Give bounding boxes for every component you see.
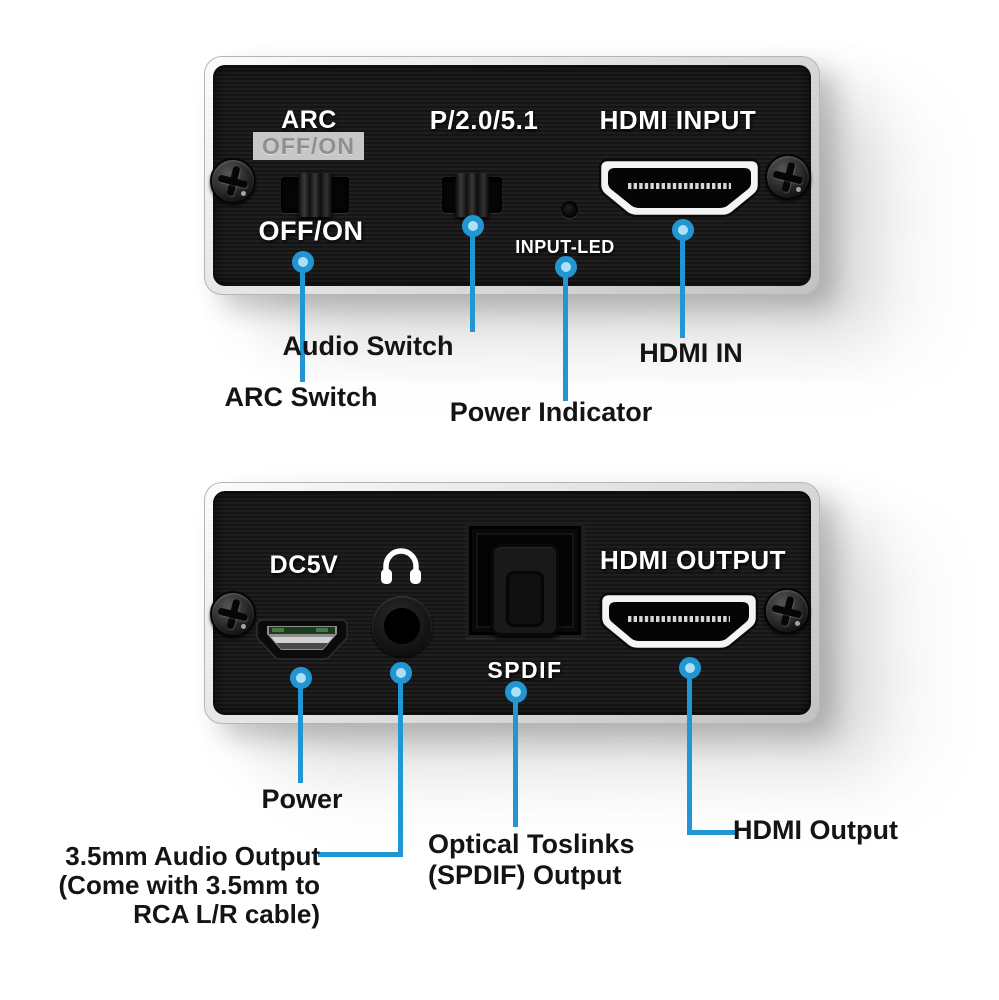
audio-output-callout-label: 3.5mm Audio Output (Come with 3.5mm to R…: [40, 842, 320, 929]
screw-icon: [210, 591, 256, 637]
callout-line-optical: [513, 691, 518, 827]
optical-callout-label: Optical Toslinks (SPDIF) Output: [428, 829, 635, 891]
callout-line-audio-output-v: [398, 672, 403, 857]
callout-line-audio-switch: [470, 225, 475, 332]
offon-label: OFF/ON: [258, 216, 364, 246]
audio-output-line2: (Come with 3.5mm to: [58, 870, 320, 900]
power-callout-label: Power: [261, 784, 343, 814]
callout-dot-arc-switch: [292, 251, 314, 273]
arc-switch-callout-label: ARC Switch: [224, 382, 378, 412]
arc-label: ARC: [281, 106, 337, 134]
callout-line-hdmi-output-h: [690, 830, 735, 835]
callout-dot-power-indicator: [555, 256, 577, 278]
hdmi-input-port: [598, 158, 761, 218]
dc5v-label: DC5V: [269, 551, 339, 579]
callout-line-power-indicator: [563, 266, 568, 401]
callout-dot-audio-output: [390, 662, 412, 684]
callout-dot-power: [290, 667, 312, 689]
audio-output-line1: 3.5mm Audio Output: [65, 841, 320, 871]
audio-jack-3-5mm: [372, 596, 432, 656]
arc-offon-badge: OFF/ON: [253, 132, 364, 160]
screw-icon: [210, 158, 256, 204]
front-panel: ARC OFF/ON OFF/ON P/2.0/5.1 INPUT-LED HD…: [210, 65, 811, 286]
screw-icon: [765, 154, 811, 200]
optical-line1: Optical Toslinks: [428, 829, 635, 859]
input-led-label: INPUT-LED: [515, 237, 615, 257]
hdmi-output-port: [599, 592, 759, 651]
spdif-toslink-port: [466, 523, 584, 638]
front-panel-device: ARC OFF/ON OFF/ON P/2.0/5.1 INPUT-LED HD…: [204, 56, 820, 295]
hdmi-in-callout-label: HDMI IN: [639, 338, 743, 368]
audio-mode-label: P/2.0/5.1: [429, 105, 539, 135]
callout-line-hdmi-output-v: [687, 667, 692, 835]
audio-switch: [442, 173, 502, 217]
audio-switch-callout-label: Audio Switch: [282, 331, 454, 361]
hdmi-output-label: HDMI OUTPUT: [599, 545, 787, 575]
spdif-label: SPDIF: [487, 657, 563, 683]
power-indicator-callout-label: Power Indicator: [449, 397, 653, 427]
audio-output-line3: RCA L/R cable): [133, 899, 320, 929]
hdmi-input-label: HDMI INPUT: [599, 105, 757, 135]
micro-usb-port: [256, 619, 348, 661]
callout-line-arc-switch: [300, 261, 305, 382]
rear-panel: DC5V: [210, 491, 811, 715]
callout-dot-audio-switch: [462, 215, 484, 237]
headphone-icon: [379, 547, 423, 585]
callout-line-audio-output-h: [318, 852, 403, 857]
callout-line-hdmi-in: [680, 229, 685, 338]
arc-switch: [281, 173, 349, 217]
callout-dot-optical: [505, 681, 527, 703]
power-led-indicator: [561, 201, 578, 218]
callout-dot-hdmi-output: [679, 657, 701, 679]
optical-line2: (SPDIF) Output: [428, 860, 622, 890]
callout-line-power: [298, 677, 303, 783]
hdmi-output-callout-label: HDMI Output: [733, 815, 898, 845]
callout-dot-hdmi-in: [672, 219, 694, 241]
screw-icon: [764, 588, 810, 634]
